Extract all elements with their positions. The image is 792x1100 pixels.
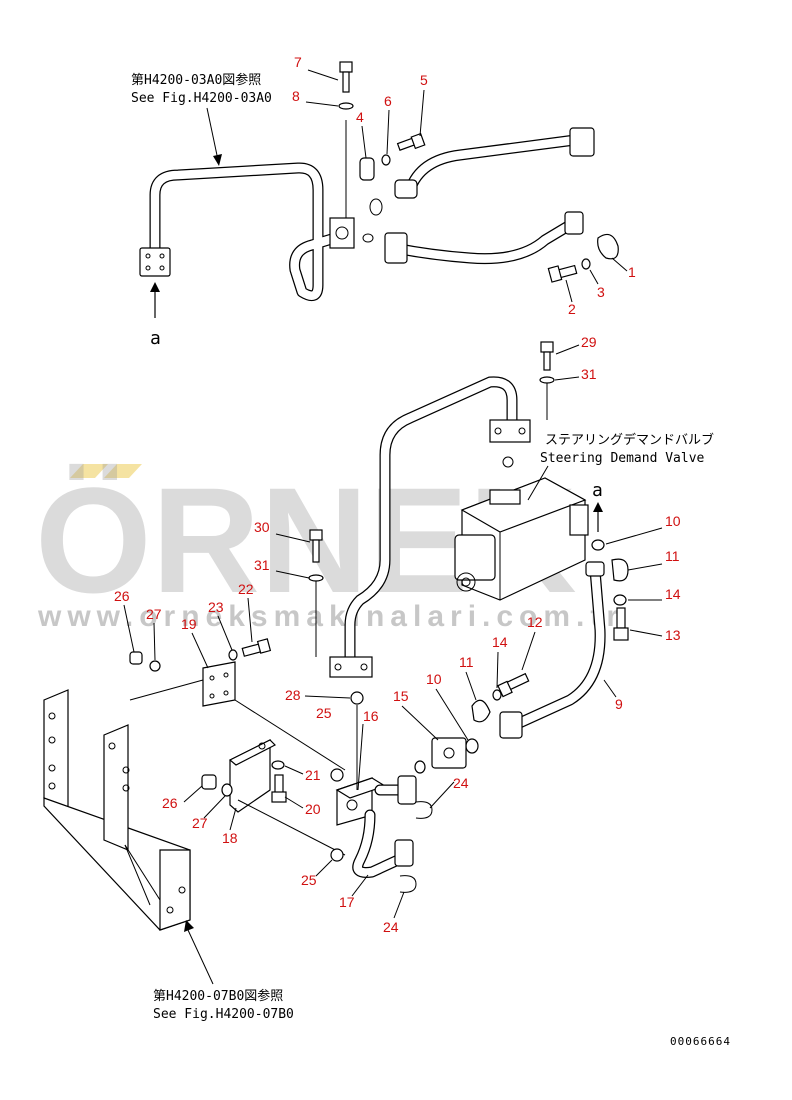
callout-14-right: 14 bbox=[665, 586, 681, 602]
block-15 bbox=[431, 737, 467, 769]
watermark-accent-left bbox=[70, 464, 108, 478]
ref-bottom-jp: 第H4200-07B0図参照 bbox=[153, 988, 283, 1004]
u-clamp-24-lower bbox=[399, 875, 417, 893]
arrow-a-lower-head bbox=[593, 502, 603, 512]
u-clamp-24-upper bbox=[415, 801, 433, 819]
callout-19: 19 bbox=[181, 616, 197, 632]
callout-8: 8 bbox=[292, 88, 300, 104]
ref-top-jp: 第H4200-03A0図参照 bbox=[131, 72, 261, 88]
callout-3: 3 bbox=[597, 284, 605, 300]
callout-21: 21 bbox=[305, 767, 321, 783]
bolt-22 bbox=[241, 638, 272, 657]
callout-29: 29 bbox=[581, 334, 597, 350]
callout-28: 28 bbox=[285, 687, 301, 703]
callout-9: 9 bbox=[615, 696, 623, 712]
connection-mark-a-lower: a bbox=[592, 480, 603, 501]
callout-1: 1 bbox=[628, 264, 636, 280]
callout-31-top: 31 bbox=[581, 366, 597, 382]
valve-label-leader bbox=[527, 465, 549, 501]
nut-26-bottom bbox=[201, 774, 217, 790]
callout-12: 12 bbox=[527, 614, 543, 630]
bolt-29 bbox=[539, 341, 555, 420]
ref-bottom-en: See Fig.H4200-07B0 bbox=[153, 1007, 294, 1022]
callout-22: 22 bbox=[238, 581, 254, 597]
callout-2: 2 bbox=[568, 301, 576, 317]
callout-26-bottom: 26 bbox=[162, 795, 178, 811]
callout-10-right: 10 bbox=[665, 513, 681, 529]
o-ring-25-bottom bbox=[330, 848, 344, 862]
upper-center-block bbox=[329, 120, 383, 249]
callout-31-mid: 31 bbox=[254, 557, 270, 573]
upper-hose bbox=[394, 127, 595, 199]
callout-25-mid: 25 bbox=[316, 705, 332, 721]
ref-top-en: See Fig.H4200-03A0 bbox=[131, 91, 272, 106]
split-flange-11-mid bbox=[471, 699, 491, 723]
callout-25-bottom: 25 bbox=[301, 872, 317, 888]
bolt-20 bbox=[271, 774, 287, 803]
callout-18: 18 bbox=[222, 830, 238, 846]
callout-27-bottom: 27 bbox=[192, 815, 208, 831]
bracket-18 bbox=[228, 739, 277, 813]
drawing-number: 00066664 bbox=[670, 1035, 731, 1048]
callout-16: 16 bbox=[363, 708, 379, 724]
washer-21 bbox=[271, 760, 285, 770]
washer-23 bbox=[228, 649, 238, 661]
o-ring-15 bbox=[414, 760, 426, 774]
callout-24-top: 24 bbox=[453, 775, 469, 791]
callout-13: 13 bbox=[665, 627, 681, 643]
bolt-2 bbox=[547, 258, 591, 283]
watermark-accent-right bbox=[104, 464, 142, 478]
callout-6: 6 bbox=[384, 93, 392, 109]
callout-11-mid: 11 bbox=[459, 654, 474, 670]
o-ring-10-right bbox=[591, 539, 605, 551]
arrow-a-upper-head bbox=[150, 282, 160, 292]
steering-demand-valve bbox=[454, 456, 589, 601]
hose-9 bbox=[499, 561, 606, 739]
frame-bracket bbox=[43, 689, 191, 931]
callout-24-bottom: 24 bbox=[383, 919, 399, 935]
lower-hose bbox=[384, 211, 584, 265]
washer-27-bottom bbox=[221, 783, 233, 797]
callout-17: 17 bbox=[339, 894, 355, 910]
split-flange-1 bbox=[597, 233, 619, 260]
callout-4: 4 bbox=[356, 109, 364, 125]
washer-27-top bbox=[149, 660, 161, 672]
main-vertical-pipe bbox=[329, 376, 531, 678]
valve-label-jp: ステアリングデマンドバルブ bbox=[545, 432, 714, 448]
callout-14-mid: 14 bbox=[492, 634, 508, 650]
callout-labels: 7 8 4 6 5 1 3 2 29 31 10 11 14 13 9 12 1… bbox=[114, 54, 681, 935]
bolt-12 bbox=[492, 672, 530, 701]
callout-15: 15 bbox=[393, 688, 409, 704]
flange-block-16 bbox=[335, 777, 387, 826]
plate-19 bbox=[202, 661, 236, 707]
valve-label-en: Steering Demand Valve bbox=[540, 451, 705, 466]
callout-26-top: 26 bbox=[114, 588, 130, 604]
tube-17 bbox=[352, 775, 417, 878]
ref-bottom-leader bbox=[187, 929, 214, 985]
upper-left-pipe bbox=[139, 162, 341, 302]
callout-23: 23 bbox=[208, 599, 224, 615]
split-flange-11-right bbox=[611, 558, 629, 582]
bolt-7 bbox=[338, 61, 354, 110]
callout-11-right: 11 bbox=[665, 548, 680, 564]
bolt-5 bbox=[381, 132, 426, 166]
bolt-13 bbox=[613, 607, 629, 641]
o-ring-10-mid bbox=[465, 738, 479, 754]
ref-top-leader bbox=[206, 107, 219, 161]
ref-top-arrowhead bbox=[213, 154, 222, 166]
callout-7: 7 bbox=[294, 54, 302, 70]
callout-10-mid: 10 bbox=[426, 671, 442, 687]
o-ring-25-top bbox=[330, 768, 344, 782]
callout-27-top: 27 bbox=[146, 606, 162, 622]
o-ring-28 bbox=[350, 691, 364, 705]
ref-bottom-arrowhead bbox=[184, 920, 194, 932]
washer-14-right bbox=[613, 594, 627, 606]
nut-26-top bbox=[129, 651, 143, 665]
connection-mark-a-upper: a bbox=[150, 328, 161, 349]
callout-20: 20 bbox=[305, 801, 321, 817]
callout-30: 30 bbox=[254, 519, 270, 535]
callout-5: 5 bbox=[420, 72, 428, 88]
watermark-url: www.orneksmakinalari.com.tr bbox=[37, 600, 624, 633]
